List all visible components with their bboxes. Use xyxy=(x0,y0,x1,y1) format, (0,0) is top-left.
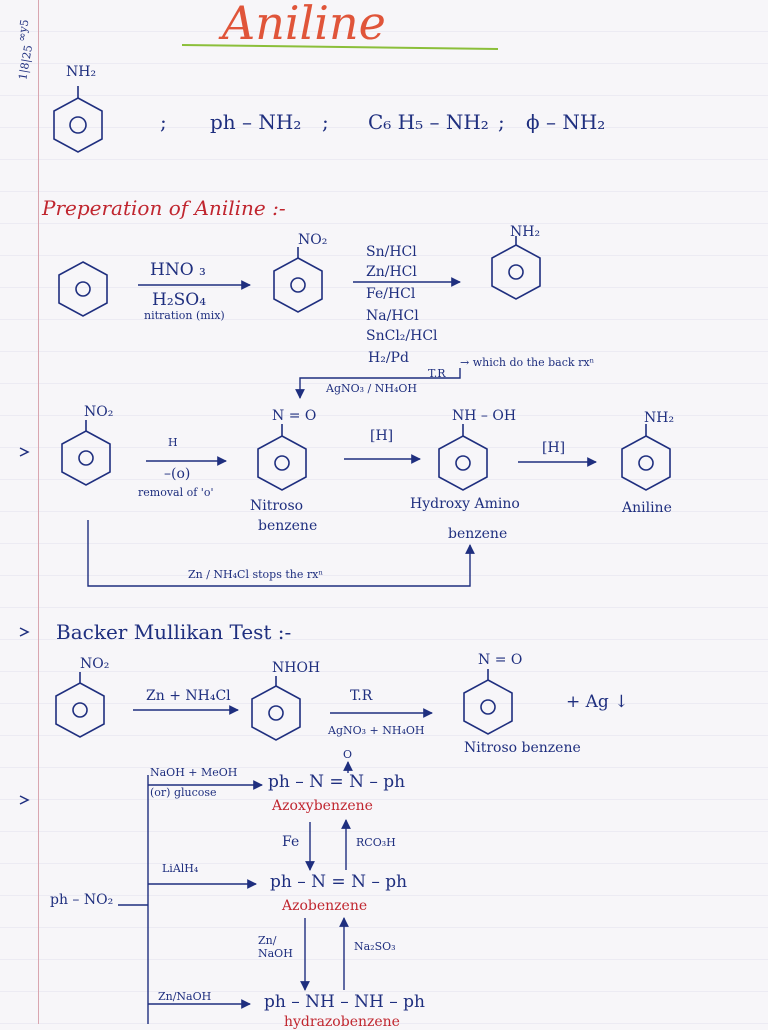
hydroxyamino-group: NH – OH xyxy=(452,408,517,424)
stop-note: Zn / NH₄Cl stops the rxⁿ xyxy=(188,568,324,581)
back-reaction-note: → which do the back rxⁿ xyxy=(460,356,595,369)
plus-ag: + Ag ↓ xyxy=(566,692,629,712)
h-reagent-2: [H] xyxy=(542,440,566,456)
nitroso-name-1: Nitroso xyxy=(250,498,304,514)
reagent-h2so4: H₂SO₄ xyxy=(152,290,207,310)
na2so3-reagent: Na₂SO₃ xyxy=(354,940,396,953)
nitration-note: nitration (mix) xyxy=(144,309,225,322)
mech-nh2-label: NH₂ xyxy=(644,410,675,426)
reductant-3: Fe/HCl xyxy=(366,286,416,302)
test-tr: T.R xyxy=(350,688,373,704)
nitroso-group: N = O xyxy=(272,408,317,424)
hydroxy-name-1: Hydroxy Amino xyxy=(410,496,520,512)
rco3h-reagent: RCO₃H xyxy=(356,836,396,849)
step1-minus-o: –(o) xyxy=(164,466,191,482)
formula-c6h5-nh2: C₆ H₅ – NH₂ xyxy=(368,110,489,134)
reagent-naoh-meoh: NaOH + MeOH xyxy=(150,766,238,779)
formula-phi-nh2: ϕ – NH₂ xyxy=(526,110,606,134)
azobenzene-name: Azobenzene xyxy=(282,898,368,914)
reagent-glucose: (or) glucose xyxy=(150,786,217,799)
reductant-5: SnCl₂/HCl xyxy=(366,328,438,344)
test-nitroso-name: Nitroso benzene xyxy=(464,740,581,756)
test-agno3: AgNO₃ + NH₄OH xyxy=(328,724,425,737)
reductant-2: Zn/HCl xyxy=(366,264,417,280)
mech-no2-label: NO₂ xyxy=(84,404,114,420)
aniline-name: Aniline xyxy=(622,500,672,516)
tr-label: T.R xyxy=(428,367,446,380)
ph-no2-start: ph – NO₂ xyxy=(50,892,114,908)
reagent-zn-naoh: Zn/NaOH xyxy=(158,990,212,1003)
page-title: Aniline xyxy=(222,0,386,50)
test-reagent-1: Zn + NH₄Cl xyxy=(146,688,231,704)
hydrazobenzene-formula: ph – NH – NH – ph xyxy=(264,992,425,1012)
reagent-hno3: HNO ₃ xyxy=(150,260,206,280)
section-test: Backer Mullikan Test :- xyxy=(56,620,292,644)
fe-reagent: Fe xyxy=(282,834,300,850)
sep-1: ; xyxy=(160,110,167,134)
removal-note: removal of 'o' xyxy=(138,486,214,499)
hydrazobenzene-name: hydrazobenzene xyxy=(284,1014,400,1030)
test-nhoh-label: NHOH xyxy=(272,660,321,676)
step1-h: H xyxy=(168,436,178,449)
azoxy-o: O xyxy=(343,748,353,761)
sep-3: ; xyxy=(498,110,505,134)
reductant-4: Na/HCl xyxy=(366,308,419,324)
prep-nh2-label: NH₂ xyxy=(510,224,541,240)
azobenzene-formula: ph – N = N – ph xyxy=(270,872,408,892)
reductant-6: H₂/Pd xyxy=(368,350,409,366)
test-no2-label: NO₂ xyxy=(80,656,110,672)
azoxybenzene-formula: ph – N = N – ph xyxy=(268,772,406,792)
azoxybenzene-name: Azoxybenzene xyxy=(272,798,373,814)
h-reagent-1: [H] xyxy=(370,428,394,444)
sep-2: ; xyxy=(322,110,329,134)
nh2-label: NH₂ xyxy=(66,64,97,80)
reagent-lialh4: LiAlH₄ xyxy=(162,862,199,875)
nitroso-name-2: benzene xyxy=(258,518,318,534)
zn-naoh-reagent: Zn/ NaOH xyxy=(258,934,293,960)
test-no-label: N = O xyxy=(478,652,523,668)
reductant-1: Sn/HCl xyxy=(366,244,417,260)
agno3-nh4oh: AgNO₃ / NH₄OH xyxy=(326,382,417,395)
section-preparation: Preperation of Aniline :- xyxy=(42,196,286,220)
formula-ph-nh2: ph – NH₂ xyxy=(210,110,302,134)
prep-no2-label: NO₂ xyxy=(298,232,328,248)
hydroxy-name-2: benzene xyxy=(448,526,508,542)
margin-line xyxy=(38,0,39,1024)
